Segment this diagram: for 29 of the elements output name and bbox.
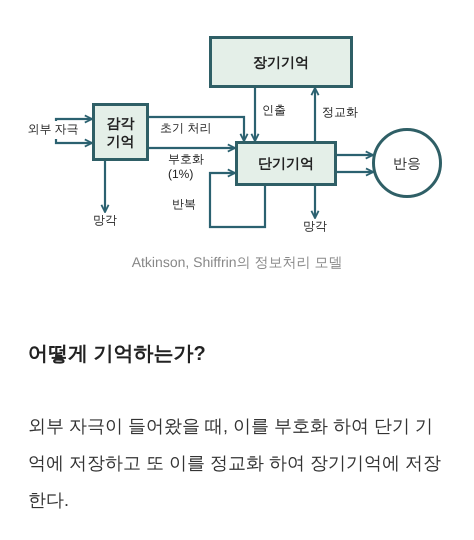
arrow — [100, 161, 110, 213]
arrow — [337, 168, 374, 176]
node-label: 망각 — [303, 219, 327, 235]
body-paragraph: 외부 자극이 들어왔을 때, 이를 부호화 하여 단기 기억에 저장하고 또 이를 정교화 하여 장기기억에 저장한다. — [28, 415, 442, 512]
arrow — [149, 116, 248, 142]
edge-label: 부호화 (1%) — [168, 152, 204, 182]
arrow — [337, 150, 374, 160]
arrow — [54, 114, 93, 124]
process-box — [92, 103, 149, 161]
node-text: 단기기억 — [258, 154, 314, 173]
arrow — [310, 87, 320, 141]
section-heading: 어떻게 기억하는가? — [28, 342, 206, 367]
arrow — [310, 186, 320, 219]
edge-label: 초기 처리 — [160, 121, 212, 136]
arrow — [54, 138, 93, 148]
node-text: 감각 기억 — [106, 114, 136, 150]
node-label: 외부 자극 — [27, 122, 79, 138]
edge-label: 반복 — [172, 197, 196, 212]
process-box — [235, 141, 337, 186]
edge-label: 인출 — [262, 103, 286, 118]
node-text: 반응 — [393, 154, 421, 172]
node-text: 장기기억 — [253, 52, 309, 72]
figure-caption: Atkinson, Shiffrin의 정보처리 모델 — [130, 254, 344, 272]
arrow — [250, 88, 260, 142]
edge-label: 정교화 — [322, 105, 358, 120]
process-box — [209, 36, 353, 88]
node-label: 망각 — [93, 213, 117, 229]
arrow — [149, 144, 236, 152]
arrow — [208, 168, 266, 228]
